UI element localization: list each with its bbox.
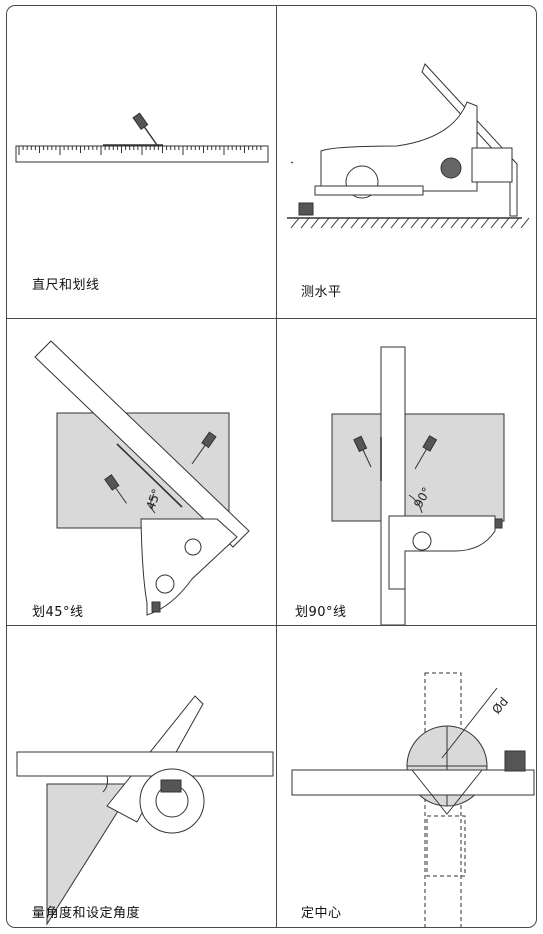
row-divider-2 — [7, 625, 536, 626]
caption-scribe-90: 划90°线 — [295, 605, 347, 620]
ruler-illustration — [15, 112, 269, 163]
ruler-blade-angled — [421, 63, 518, 217]
horizontal-blade-center — [291, 769, 535, 796]
row-divider-1 — [7, 318, 536, 319]
panel-scribe-45: 45° 划45°线 — [7, 319, 276, 625]
scribed-45-line — [116, 443, 183, 508]
base-screw — [298, 202, 314, 216]
diameter-label: Ød — [489, 695, 511, 717]
scriber-pen — [132, 112, 158, 146]
horizontal-blade — [16, 751, 274, 777]
caption-level-measure: 测水平 — [301, 285, 342, 300]
ruler-ticks — [18, 146, 262, 155]
vertical-divider — [276, 6, 277, 927]
level-illustration — [287, 63, 530, 229]
scribe45-illustration — [34, 340, 250, 616]
caption-find-center: 定中心 — [301, 906, 342, 921]
square-head-45 — [140, 518, 238, 616]
angled-workpiece — [46, 783, 136, 926]
lock-knob — [440, 157, 462, 179]
scribe90-illustration — [331, 346, 505, 625]
caption-scribe-45: 划45°线 — [32, 605, 84, 620]
blade-45 — [34, 340, 250, 548]
panel-angle-measure: 量角度和设定角度 — [7, 626, 276, 927]
angle-label-45: 45° — [143, 487, 163, 512]
center-v-head — [411, 769, 483, 815]
caption-ruler-scribing: 直尺和划线 — [32, 278, 100, 293]
scriber-knurl — [132, 112, 149, 130]
caption-angle-measure: 量角度和设定角度 — [32, 906, 141, 921]
surface-hatch — [290, 217, 530, 229]
panel-level-measure: 测水平 — [277, 6, 536, 318]
panel-scribe-90: 90° 划90°线 — [277, 319, 536, 625]
center-head-illustration — [291, 672, 535, 927]
square-head-90 — [388, 515, 496, 590]
panel-find-center: Ød 定中心 — [277, 626, 536, 927]
base-blade — [314, 185, 424, 196]
lock-screw-right — [504, 750, 526, 772]
tool-usage-sheet: 直尺和划线 测水平 — [6, 5, 537, 928]
protractor-illustration — [16, 695, 274, 926]
panel-ruler-scribing: 直尺和划线 — [7, 6, 276, 318]
